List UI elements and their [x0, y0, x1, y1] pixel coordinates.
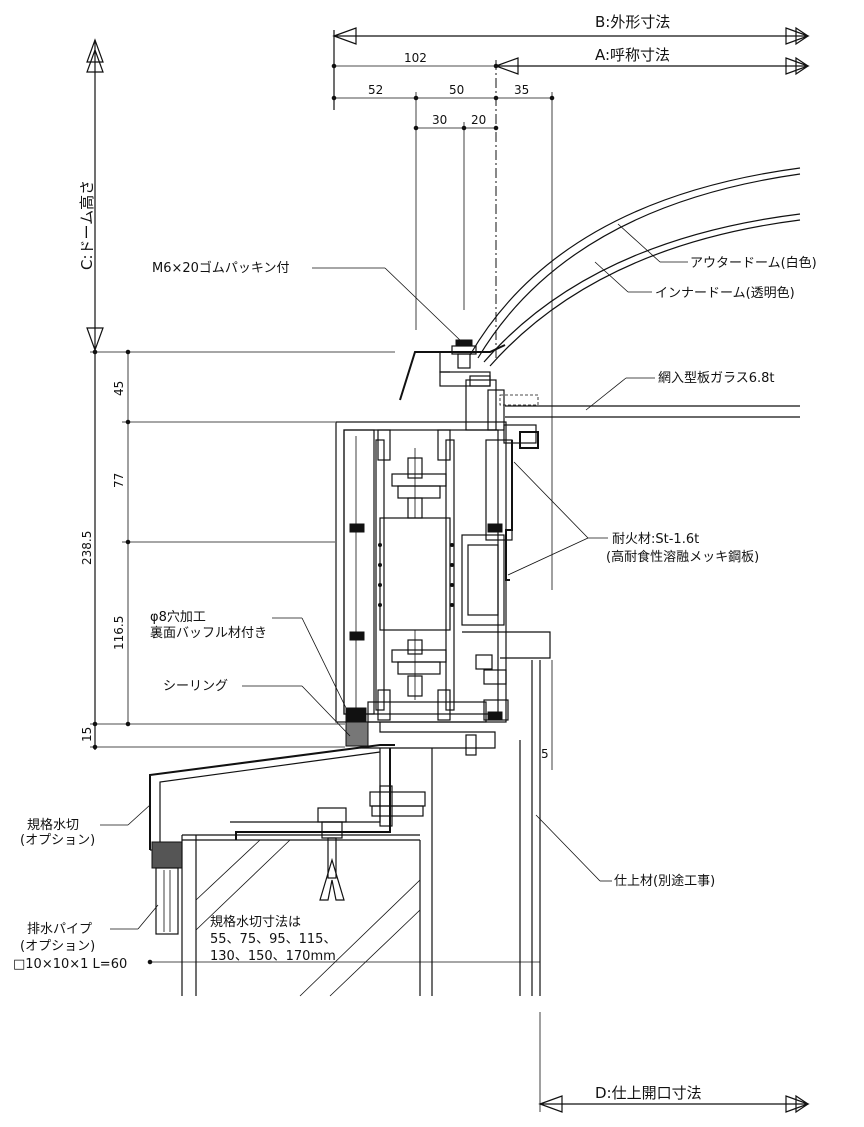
baffle-label: 裏面バッフル材付き — [150, 626, 267, 641]
dim-45: 45 — [112, 381, 126, 396]
lower-bolt-assembly — [391, 630, 447, 700]
flashing-option-label: (オプション) — [20, 833, 95, 848]
dim-30: 30 — [432, 113, 447, 127]
drain-size-label: □10×10×1 L=60 — [13, 957, 127, 972]
labels-group: M6×20ゴムパッキン付 アウタードーム(白色) インナードーム(透明色) 網入… — [13, 223, 817, 972]
upper-bolt-assembly — [391, 448, 447, 519]
inner-dome-label: インナードーム(透明色) — [655, 285, 795, 301]
bottom-dimension-group: D:仕上開口寸法 5 — [147, 660, 810, 1114]
drain-option-label: (オプション) — [20, 939, 95, 954]
b-dimension-label: B:外形寸法 — [595, 13, 670, 31]
outer-dome-label: アウタードーム(白色) — [690, 255, 817, 271]
dim-52: 52 — [368, 83, 383, 97]
flashing-label: 規格水切 — [27, 817, 79, 833]
sealing-label: シーリング — [163, 679, 228, 694]
left-dimension-group: C:ドーム高さ 45 77 238.5 116.5 15 — [78, 38, 395, 750]
dim-5: 5 — [541, 747, 549, 761]
dim-77: 77 — [112, 473, 126, 488]
dim-102: 102 — [404, 51, 427, 65]
a-dimension-label: A:呼称寸法 — [595, 46, 670, 64]
dim-50: 50 — [449, 83, 464, 97]
fireproof-label: 耐火材:St-1.6t — [612, 532, 699, 547]
glass-group — [499, 394, 800, 418]
hole-label: φ8穴加工 — [150, 610, 206, 625]
dome-group — [399, 167, 801, 401]
flashing-size-values-1: 55、75、95、115、 — [210, 932, 336, 947]
drain-label: 排水パイプ — [27, 922, 92, 937]
bolt-label: M6×20ゴムパッキン付 — [152, 260, 290, 276]
curb-group — [149, 660, 541, 997]
dim-35: 35 — [514, 83, 529, 97]
dim-116-5: 116.5 — [112, 616, 126, 650]
finish-label: 仕上材(別途工事) — [614, 873, 715, 889]
dim-238-5: 238.5 — [80, 531, 94, 565]
dim-20: 20 — [471, 113, 486, 127]
top-dimension-group: B:外形寸法 A:呼称寸法 102 52 50 35 30 20 — [331, 13, 810, 590]
flashing-size-values-2: 130、150、170mm — [210, 949, 336, 964]
frame-group — [335, 339, 551, 756]
glass-label: 網入型板ガラス6.8t — [658, 371, 775, 386]
fireproof-sub-label: (高耐食性溶融メッキ鋼板) — [606, 549, 759, 565]
flashing-size-title: 規格水切寸法は — [210, 914, 301, 930]
c-dimension-label: C:ドーム高さ — [78, 180, 96, 270]
dim-15: 15 — [80, 727, 94, 742]
d-dimension-label: D:仕上開口寸法 — [595, 1084, 702, 1102]
